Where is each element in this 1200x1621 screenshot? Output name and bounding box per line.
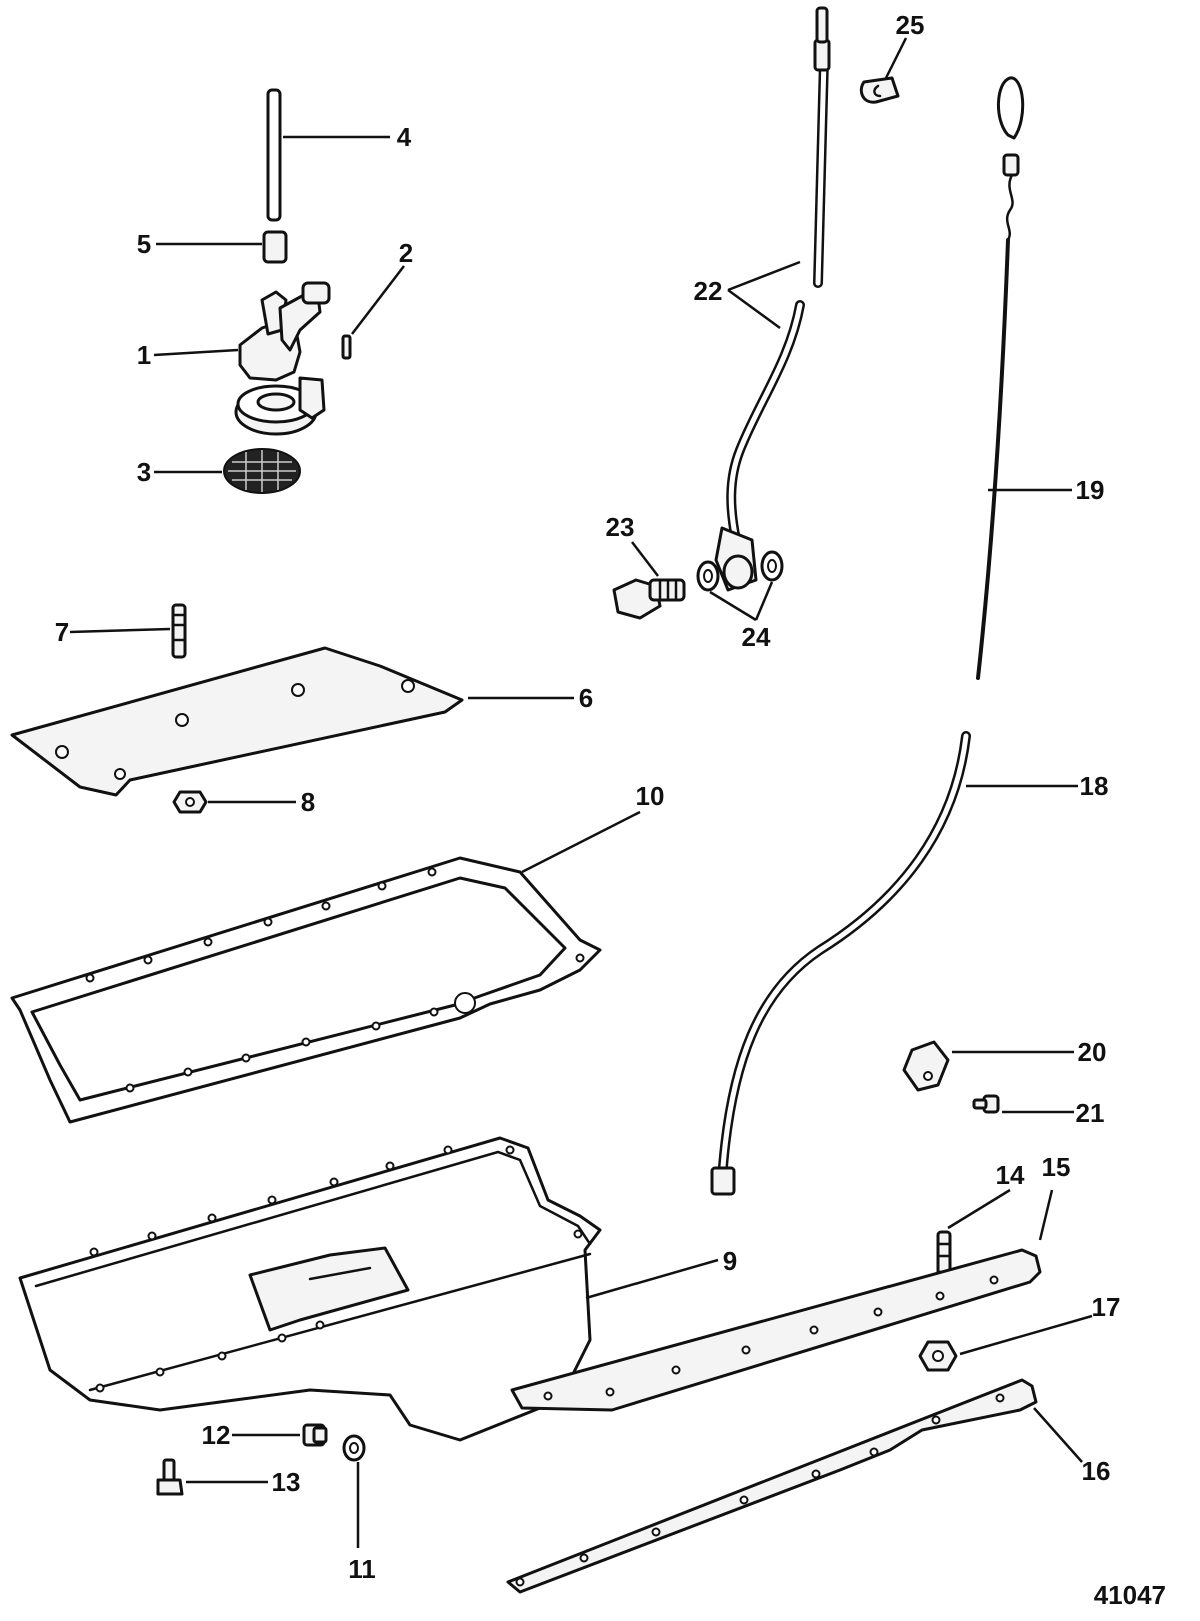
- part-19-dipstick: [976, 76, 1025, 680]
- label-15: 15: [1042, 1152, 1071, 1182]
- label-7: 7: [55, 617, 69, 647]
- label-23: 23: [606, 512, 635, 542]
- part-13-bolt: [156, 1458, 184, 1496]
- label-5: 5: [137, 229, 151, 259]
- part-15-seal-strip: [510, 1248, 1042, 1412]
- part-17-nut: [918, 1340, 958, 1372]
- part-1-oil-pump: [234, 281, 331, 436]
- label-13: 13: [272, 1467, 301, 1497]
- part-8-nut: [172, 790, 208, 814]
- figure-number: 41047: [1094, 1580, 1166, 1610]
- label-17: 17: [1092, 1292, 1121, 1322]
- pan-holes: [89, 1145, 583, 1393]
- part-9-oil-pan: [18, 1136, 602, 1442]
- label-24: 24: [742, 622, 771, 652]
- label-1: 1: [137, 340, 151, 370]
- seal-strip-holes: [543, 1275, 999, 1401]
- label-4: 4: [397, 122, 412, 152]
- part-4-pickup-tube: [266, 88, 282, 222]
- part-18-guide-tube: [710, 731, 971, 1196]
- part-6-windage-tray: [10, 646, 464, 797]
- part-24-washers: [696, 550, 784, 592]
- part-10-gasket: [10, 856, 602, 1124]
- part-22-dipstick-tube: [714, 6, 831, 592]
- part-7-stud: [171, 603, 187, 659]
- label-14: 14: [996, 1160, 1025, 1190]
- part-25-clip: [859, 76, 900, 104]
- label-22: 22: [694, 276, 723, 306]
- part-21-screw: [972, 1094, 1000, 1114]
- part-20-clip: [902, 1040, 950, 1092]
- label-19: 19: [1076, 475, 1105, 505]
- part-16-seal-strip: [506, 1378, 1038, 1594]
- part-23-bolt: [612, 578, 686, 620]
- seal-strip-lower-holes: [515, 1393, 1005, 1587]
- label-11: 11: [348, 1554, 376, 1584]
- part-2-pin: [341, 334, 352, 360]
- part-3-screen: [223, 448, 301, 494]
- gasket-holes: [85, 867, 585, 1093]
- part-11-washer: [342, 1434, 366, 1462]
- label-18: 18: [1080, 771, 1109, 801]
- label-12: 12: [202, 1420, 231, 1450]
- callout-labels: 1 2 3 4 5 6 7 8 9 10 11 12 13 14 15 16 1…: [55, 10, 1121, 1584]
- label-10: 10: [636, 781, 665, 811]
- leader-lines: [69, 37, 1093, 1548]
- label-6: 6: [579, 683, 593, 713]
- label-20: 20: [1078, 1037, 1107, 1067]
- part-5-bushing: [262, 230, 288, 264]
- label-3: 3: [137, 457, 151, 487]
- label-21: 21: [1076, 1098, 1105, 1128]
- label-2: 2: [399, 238, 413, 268]
- label-8: 8: [301, 787, 315, 817]
- label-25: 25: [896, 10, 925, 40]
- label-16: 16: [1082, 1456, 1111, 1486]
- part-12-drain-plug: [302, 1423, 328, 1447]
- label-9: 9: [723, 1246, 737, 1276]
